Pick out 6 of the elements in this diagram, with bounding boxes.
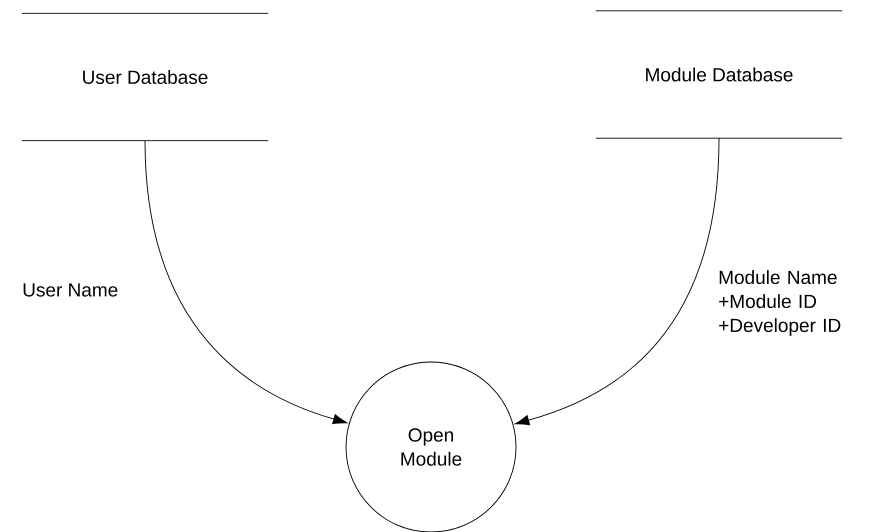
- arrow: [144, 140, 348, 424]
- data-store: Module Database: [595, 10, 843, 139]
- data-store: User Database: [21, 12, 269, 142]
- arrow: [514, 138, 720, 426]
- edge-label: Module Name +Module ID +Developer ID: [719, 270, 840, 336]
- edge-label: User Name: [24, 283, 118, 297]
